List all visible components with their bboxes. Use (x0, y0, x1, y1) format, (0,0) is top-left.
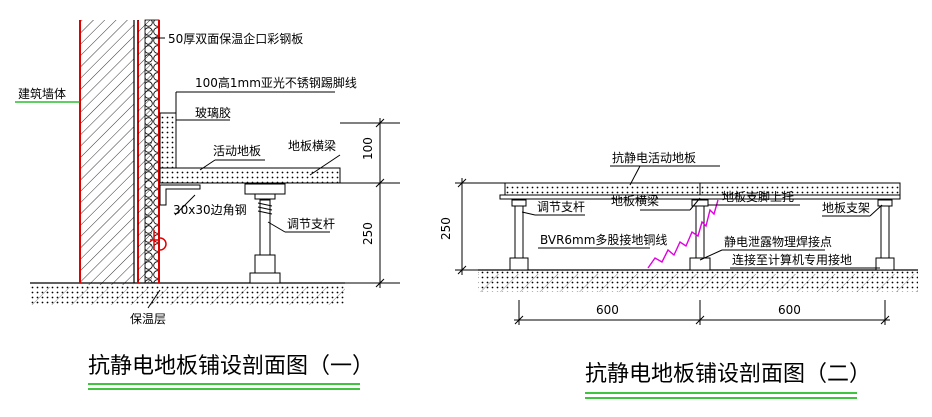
label-bracket: 地板支脚上托 (722, 189, 794, 204)
drawing-two: 250 600 600 抗静电活动地板 调节支杆 地板横梁 地板支脚上托 地板支… (439, 150, 918, 399)
caption-two: 抗静电地板铺设剖面图（二） (585, 362, 871, 387)
dim-bottom-1: 250 (361, 222, 375, 245)
ground-wire (647, 199, 719, 269)
floor-panel-2 (504, 182, 901, 196)
label-floor-2: 抗静电活动地板 (612, 150, 696, 165)
drawing-one: 100 250 50厚双面保温企口彩钢板 100高1mm亚光不锈钢踢脚线 玻璃胶… (15, 19, 400, 390)
label-panel: 50厚双面保温企口彩钢板 (168, 31, 303, 46)
dim-height-2: 250 (439, 217, 453, 240)
label-floor: 活动地板 (213, 144, 261, 158)
floor-panel-1 (159, 167, 341, 184)
label-rod-2: 调节支杆 (537, 200, 585, 214)
dim-span-1: 600 (596, 303, 619, 317)
label-wire: BVR6mm多股接地铜线 (540, 232, 667, 247)
label-beam: 地板横梁 (288, 138, 336, 153)
pedestal-right (875, 199, 895, 271)
dim-span-2: 600 (778, 303, 801, 317)
dim-top-1: 100 (361, 137, 375, 160)
building-wall (80, 20, 134, 285)
pedestal-middle (689, 199, 711, 271)
label-skirting: 100高1mm亚光不锈钢踢脚线 (195, 75, 357, 90)
insulation-panel (144, 19, 160, 284)
dimension-group-1 (340, 118, 400, 288)
floor-beam-1 (244, 183, 286, 195)
label-angle: 30x30边角钢 (173, 203, 247, 217)
label-glue: 玻璃胶 (195, 105, 231, 120)
glue-block (159, 112, 177, 169)
label-wall: 建筑墙体 (18, 86, 66, 101)
label-stand: 地板支架 (822, 201, 870, 215)
label-insulation: 保温层 (130, 312, 166, 326)
caption-one: 抗静电地板铺设剖面图（一） (88, 354, 374, 379)
label-weld: 静电泄露物理焊接点 (724, 234, 832, 249)
pedestal-left (509, 199, 529, 271)
label-ground: 连接至计算机专用接地 (732, 252, 852, 267)
label-beam-2: 地板横梁 (611, 193, 659, 208)
label-rod: 调节支杆 (287, 217, 335, 231)
